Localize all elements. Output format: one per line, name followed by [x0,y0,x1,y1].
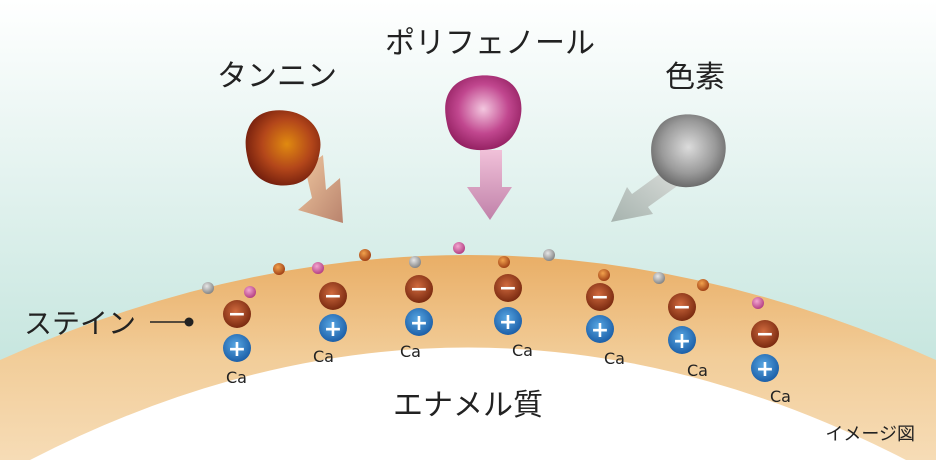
calcium-label: Ca [687,361,708,380]
pigment-label: 色素 [665,60,725,95]
plus-sign: + [756,357,774,382]
stain-particle-brown [498,256,510,268]
minus-sign: − [591,285,609,310]
polyphenol-molecule [445,75,522,151]
calcium-label: Ca [512,341,533,360]
stain-label: ステイン [24,307,136,340]
negative-ion [223,300,251,328]
negative-ion [586,283,614,311]
enamel-label: エナメル質 [393,388,543,423]
stain-particle-brown [598,269,610,281]
tannin-label: タンニン [217,59,337,94]
stain-pointer-dot [184,317,194,327]
plus-sign: + [324,317,342,342]
enamel-layer [30,347,906,460]
ion-pair: − + Ca [494,274,533,360]
positive-ion [751,354,779,382]
positive-ion [405,308,433,336]
minus-sign: − [228,302,246,327]
stain-particle-gray [543,249,555,261]
polyphenol-label: ポリフェノール [385,26,595,61]
positive-ion [586,315,614,343]
positive-ion [668,326,696,354]
ion-pair: − + Ca [668,293,708,380]
pigment-molecule [651,114,726,188]
calcium-label: Ca [604,349,625,368]
negative-ion [319,282,347,310]
ion-pair: − + Ca [223,300,251,387]
minus-sign: − [499,276,517,301]
calcium-label: Ca [770,387,791,406]
plus-sign: + [673,329,691,354]
minus-sign: − [410,277,428,302]
stain-particle-pink [453,242,465,254]
tannin-molecule [245,110,321,186]
plus-sign: + [410,311,428,336]
ion-pair: − + Ca [586,283,625,368]
stain-particle-brown [697,279,709,291]
plus-sign: + [499,310,517,335]
ion-pair: − + Ca [751,320,791,406]
negative-ion [668,293,696,321]
polyphenol-arrow [467,150,512,220]
negative-ion [494,274,522,302]
minus-sign: − [673,295,691,320]
negative-ion [405,275,433,303]
calcium-label: Ca [313,347,334,366]
stain-particle-gray [202,282,214,294]
stain-particle-brown [273,263,285,275]
stain-particle-pink [244,286,256,298]
positive-ion [494,307,522,335]
stain-particle-pink [312,262,324,274]
image-note: イメージ図 [825,424,915,445]
stain-particle-gray [409,256,421,268]
plus-sign: + [228,337,246,362]
positive-ion [319,314,347,342]
calcium-label: Ca [400,342,421,361]
stain-particle-gray [653,272,665,284]
pigment-arrow [611,170,680,222]
positive-ion [223,334,251,362]
minus-sign: − [324,284,342,309]
minus-sign: − [756,322,774,347]
ion-pair: − + Ca [313,282,347,366]
calcium-label: Ca [226,368,247,387]
stain-particle-brown [359,249,371,261]
ion-pair: − + Ca [400,275,433,361]
plus-sign: + [591,318,609,343]
stain-particle-pink [752,297,764,309]
negative-ion [751,320,779,348]
